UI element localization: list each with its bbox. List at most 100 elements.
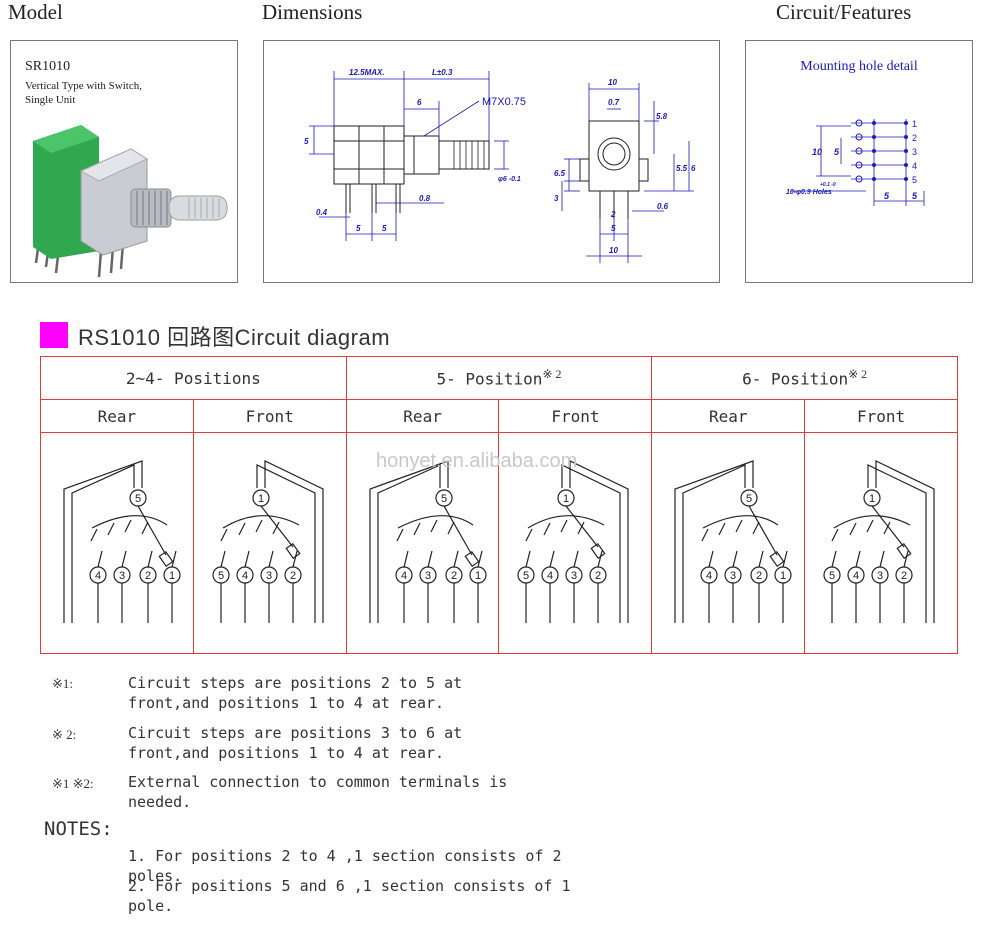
terminal-circle (823, 566, 841, 584)
frame-wire (561, 460, 629, 623)
contact-tick (90, 528, 98, 542)
common-terminal-label: 1 (869, 493, 875, 505)
terminal-label: 4 (547, 570, 553, 582)
contact-tick (831, 528, 839, 542)
group-2-4-positions: 2~4- Positions (40, 356, 347, 400)
contact-tick (141, 521, 149, 535)
terminal-lead (758, 550, 764, 568)
dim-six5: 6.5 (554, 169, 566, 178)
dim-six-a: 6 (417, 98, 422, 107)
terminal-label: 3 (266, 570, 272, 582)
terminal-lead (121, 550, 127, 568)
dimensions-box: 12.5MAX. L±0.3 6 M7X0.75 5 φ6 -0.1 0.4 0… (263, 40, 720, 283)
terminal-label: 1 (475, 570, 481, 582)
contact-tick (543, 522, 551, 536)
sub-header-front: Front (804, 399, 958, 433)
common-terminal (252, 489, 270, 507)
terminal-label: 4 (706, 570, 712, 582)
terminal-lead (452, 550, 459, 568)
frame-wire (63, 460, 143, 623)
dim-five-c: 5 (382, 224, 387, 233)
terminal-lead (292, 550, 298, 568)
mounting-hole-drawing: 10 5 10-φ0.9 Holes +0.1 -0 5 5 1 2 3 4 5 (786, 119, 925, 206)
terminal-lead (147, 550, 153, 568)
mount-bottom-five-b: 5 (912, 191, 918, 201)
dimension-drawing: 12.5MAX. L±0.3 6 M7X0.75 5 φ6 -0.1 0.4 0… (304, 68, 696, 263)
terminal-circle (444, 566, 463, 584)
watermark: honyet.en.alibaba.com (376, 450, 578, 472)
footnote-2-mark: ※ 2: (52, 727, 77, 742)
terminal-lead (171, 550, 177, 568)
sub-header-front: Front (498, 399, 653, 433)
footnote-3-line1: External connection to common terminals … (128, 773, 508, 791)
frame-wire (867, 460, 935, 623)
contact-tick (525, 528, 533, 542)
terminal-lead (244, 550, 250, 568)
terminal-label: 1 (780, 570, 786, 582)
terminal-label: 2 (145, 570, 151, 582)
wiper-arm (748, 505, 778, 556)
common-terminal (129, 489, 147, 507)
group-5-position: 5- Position※ 2 (345, 356, 653, 400)
sub-header-rear: Rear (651, 399, 806, 433)
contact-tick (272, 521, 280, 535)
mount-pin-4: 4 (912, 161, 917, 171)
model-desc-line1: Vertical Type with Switch, (25, 80, 142, 92)
note-2-line1: 2. For positions 5 and 6 ,1 section cons… (128, 877, 571, 895)
contact-tick (413, 522, 421, 536)
mount-pin-1: 1 (912, 119, 917, 129)
dim-ten-a: 10 (608, 78, 617, 87)
terminal-lead (831, 550, 837, 568)
contact-tick (883, 521, 891, 535)
terminal-circle (236, 566, 254, 584)
terminal-label: 3 (571, 570, 577, 582)
terminal-label: 3 (877, 570, 883, 582)
terminal-circle (260, 566, 278, 584)
note-1-line2: poles. (128, 867, 183, 885)
dim-five-b: 5 (356, 224, 361, 233)
footnote-3-mark: ※1 ※2: (52, 776, 94, 791)
group-6-mark: ※ 2 (848, 367, 868, 382)
dim-thread: M7X0.75 (482, 96, 526, 108)
group-5-label: 5- Position (436, 369, 543, 389)
frame-wire (256, 460, 324, 623)
dim-five-a: 5 (304, 137, 309, 146)
sub-header-front: Front (192, 399, 347, 433)
mount-pin-3: 3 (912, 147, 917, 157)
dim-l: L±0.3 (432, 68, 453, 77)
contact-arc (702, 515, 779, 529)
common-terminal (863, 489, 881, 507)
model-box: SR1010 Vertical Type with Switch, Single… (10, 40, 238, 283)
dim-five5: 5.5 (676, 164, 688, 173)
wiper-contact (590, 542, 606, 560)
contact-arc (91, 515, 168, 529)
terminal-label: 2 (290, 570, 296, 582)
wiper-contact (285, 542, 301, 560)
footnote-3-text: External connection to common terminals … (128, 772, 507, 812)
terminal-circle (212, 566, 230, 584)
contact-tick (447, 521, 455, 535)
mount-bottom-five-a: 5 (884, 191, 890, 201)
section-marker (40, 322, 68, 348)
terminal-circle (871, 566, 889, 584)
sub-header-rear: Rear (40, 399, 194, 433)
terminal-label: 3 (119, 570, 125, 582)
terminal-label: 5 (523, 570, 529, 582)
common-terminal-label: 1 (258, 493, 264, 505)
terminal-label: 2 (756, 570, 762, 582)
contact-arc (222, 515, 300, 529)
dim-three: 3 (554, 194, 559, 203)
terminal-label: 5 (218, 570, 224, 582)
terminal-label: 2 (901, 570, 907, 582)
frame-wire (368, 460, 449, 623)
footnote-2-line1: Circuit steps are positions 3 to 6 at (128, 724, 463, 742)
contact-tick (577, 521, 585, 535)
terminal-label: 1 (169, 570, 175, 582)
wiper-contact (464, 550, 480, 568)
footnote-2-line2: front,and positions 1 to 4 at rear. (128, 744, 445, 762)
model-header: Model (8, 0, 63, 24)
